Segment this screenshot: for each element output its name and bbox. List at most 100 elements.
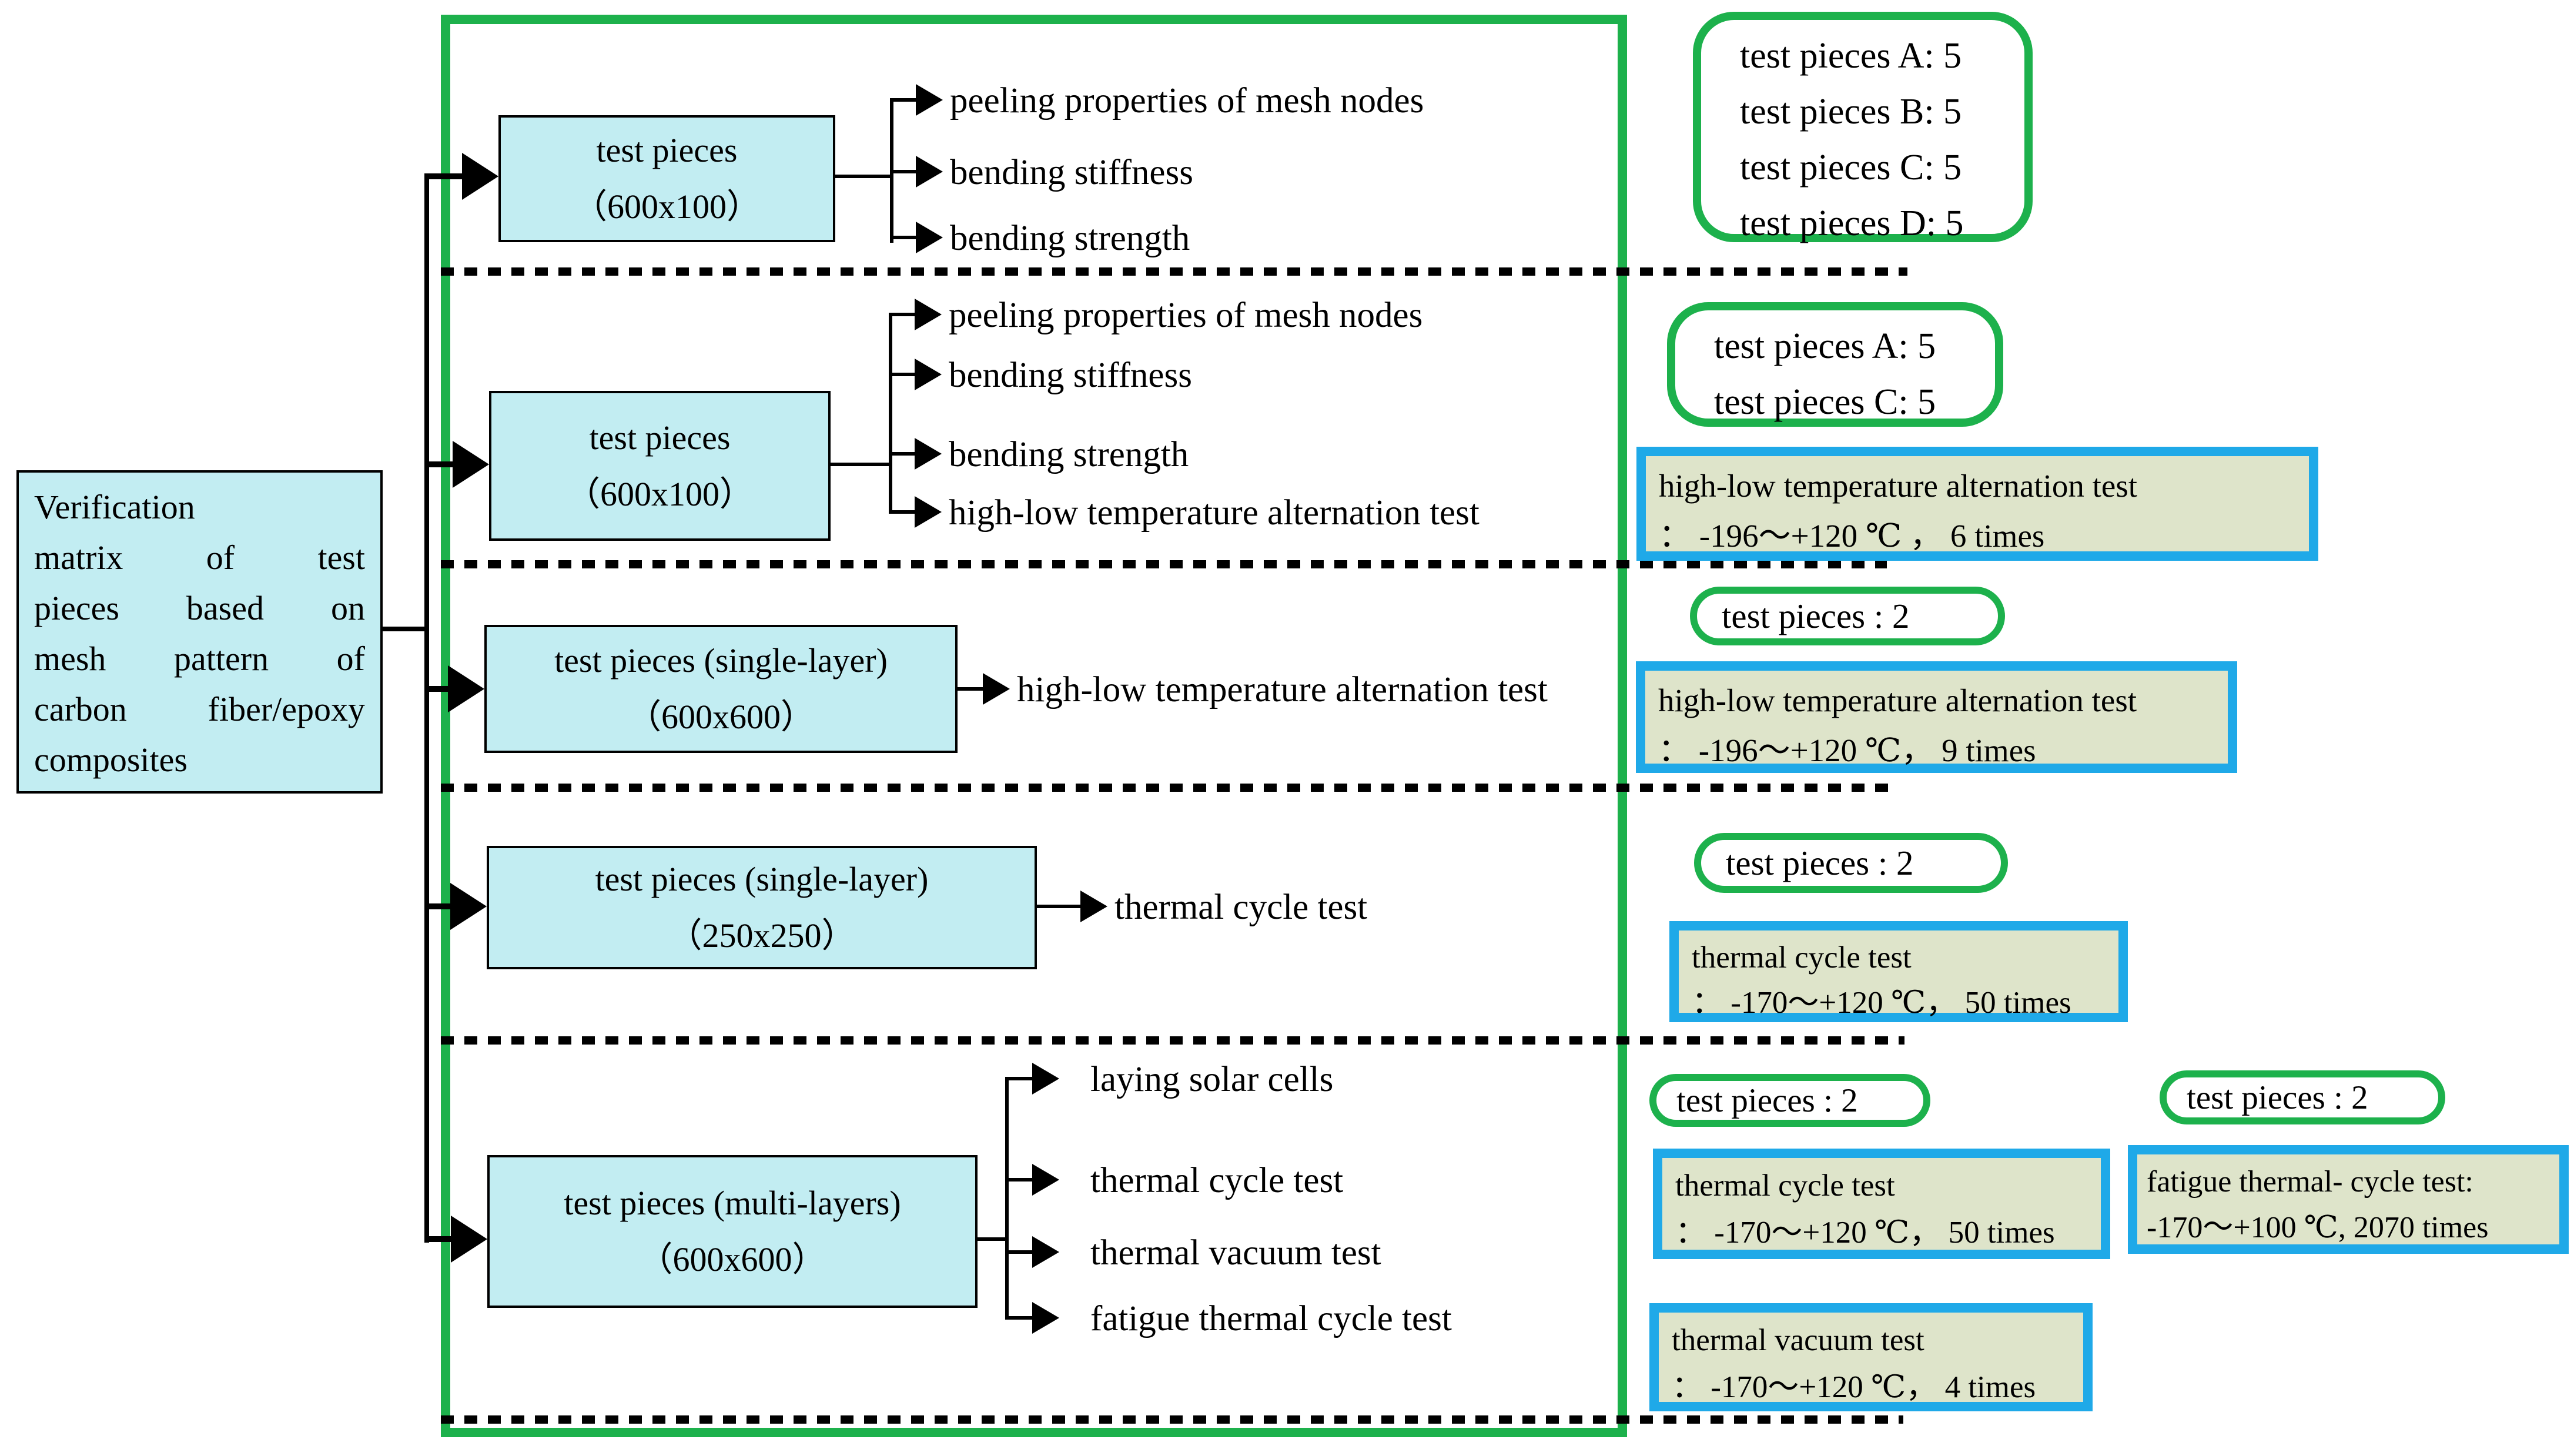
branch2-leaf-label: bending stiffness <box>949 356 1192 395</box>
spec-line: ： -196～+120 ℃ ， 6 times <box>1659 518 2045 554</box>
main-green-frame <box>441 15 1627 1437</box>
title-line: composites <box>34 741 188 779</box>
count-line: test pieces C: 5 <box>1714 382 1936 422</box>
branch1-leaf-label: bending stiffness <box>950 153 1193 192</box>
node-title: test pieces (single-layer) <box>554 641 888 680</box>
branch5-leaf4-line <box>1005 1316 1033 1320</box>
spec-line: high-low temperature alternation test <box>1659 468 2138 504</box>
branch5-leaf-label: laying solar cells <box>1090 1060 1334 1099</box>
count-box-section1: test pieces A: 5 test pieces B: 5 test p… <box>1693 12 2033 243</box>
node-size: （600x100） <box>573 188 761 226</box>
spec-line: thermal cycle test <box>1692 940 1912 975</box>
branch5-fork-rail <box>1005 1077 1009 1319</box>
spec-line: fatigue thermal- cycle test: <box>2147 1165 2473 1199</box>
branch4-node-box: test pieces (single-layer) （250x250） <box>487 846 1037 969</box>
branch1-fork-stub <box>835 175 893 178</box>
title-connector-line <box>383 627 427 631</box>
node-size: （600x100） <box>565 474 754 513</box>
branch1-leaf1-line <box>890 98 917 102</box>
spec-box-hl-alternation-6: high-low temperature alternation test ： … <box>1636 447 2318 561</box>
spec-line: thermal vacuum test <box>1672 1323 1924 1357</box>
branch2-leaf-label: high-low temperature alternation test <box>949 493 1480 533</box>
branch1-node-box: test pieces （600x100） <box>498 115 835 242</box>
branch5-arrow-line <box>424 1236 452 1242</box>
branch1-leaf-label: bending strength <box>950 219 1190 258</box>
spec-line: ： -196～+120 ℃， 9 times <box>1658 732 2036 769</box>
dashed-separator-1 <box>441 267 1907 276</box>
branch5-leaf2-line <box>1005 1178 1033 1181</box>
spec-box-thermal-cycle-50-b: thermal cycle test ： -170～+120 ℃， 50 tim… <box>1653 1149 2110 1259</box>
branch5-leaf3-line <box>1005 1250 1033 1254</box>
count-pill-section3: test pieces : 2 <box>1690 587 2005 645</box>
node-size: （250x250） <box>668 916 856 955</box>
count-pill-label: test pieces : 2 <box>2187 1079 2368 1116</box>
branch1-arrowhead-icon <box>462 153 498 200</box>
branch1-leaf1-arrowhead-icon <box>916 84 943 116</box>
spec-line: ： -170～+120 ℃， 50 times <box>1675 1215 2055 1250</box>
node-size: （600x600） <box>627 698 815 736</box>
branch5-leaf-label: thermal cycle test <box>1090 1161 1344 1200</box>
node-title: test pieces <box>589 418 731 457</box>
count-line: test pieces C: 5 <box>1740 148 1962 188</box>
branch2-leaf4-line <box>889 510 916 514</box>
node-title: test pieces (multi-layers) <box>564 1184 901 1222</box>
title-line: pieces based on <box>34 589 365 627</box>
branch4-leaf-line <box>1037 905 1082 908</box>
count-pill-label: test pieces : 2 <box>1676 1082 1858 1119</box>
branch5-leaf3-arrowhead-icon <box>1032 1236 1059 1268</box>
branch4-leaf-arrowhead-icon <box>1080 891 1107 922</box>
branch2-arrowhead-icon <box>453 441 489 488</box>
spec-line: thermal cycle test <box>1675 1169 1895 1203</box>
branch5-leaf2-arrowhead-icon <box>1032 1164 1059 1196</box>
count-pill-section4: test pieces : 2 <box>1694 833 2008 893</box>
dashed-separator-2 <box>441 560 1887 568</box>
branch3-arrow-line <box>424 686 449 692</box>
dashed-separator-4 <box>441 1036 1904 1045</box>
branch5-arrowhead-icon <box>451 1216 487 1263</box>
branch4-leaf-label: thermal cycle test <box>1114 888 1368 927</box>
branch2-leaf1-line <box>889 313 916 316</box>
branch5-fork-stub <box>978 1237 1009 1241</box>
count-line: test pieces A: 5 <box>1740 36 1962 76</box>
branch1-leaf3-line <box>890 236 917 239</box>
branch5-leaf4-arrowhead-icon <box>1032 1302 1059 1334</box>
branch2-leaf-label: bending strength <box>949 435 1189 474</box>
branch2-leaf1-arrowhead-icon <box>915 299 942 330</box>
spec-line: ： -170～+120 ℃， 50 times <box>1692 985 2071 1020</box>
spec-line: -170～+100 ℃, 2070 times <box>2147 1211 2489 1244</box>
branch1-leaf-label: peeling properties of mesh nodes <box>950 81 1424 121</box>
count-line: test pieces D: 5 <box>1740 203 1964 243</box>
node-size: （600x600） <box>638 1240 826 1278</box>
title-line: Verification <box>34 488 195 526</box>
branch2-node-box: test pieces （600x100） <box>489 391 831 541</box>
branch3-leaf-label: high-low temperature alternation test <box>1017 670 1548 709</box>
branch2-fork-stub <box>831 463 892 466</box>
spec-box-fatigue-thermal-cycle: fatigue thermal- cycle test: -170～+100 ℃… <box>2128 1145 2569 1254</box>
count-box-section2: test pieces A: 5 test pieces C: 5 <box>1667 302 2003 427</box>
branch2-leaf-label: peeling properties of mesh nodes <box>949 296 1423 335</box>
count-pill-label: test pieces : 2 <box>1726 843 1914 882</box>
node-title: test pieces <box>596 131 738 169</box>
count-pill-label: test pieces : 2 <box>1722 596 1910 635</box>
branch3-node-box: test pieces (single-layer) （600x600） <box>484 625 958 753</box>
branch4-arrow-line <box>424 903 451 909</box>
branch5-leaf1-line <box>1005 1077 1033 1080</box>
branch3-leaf-arrowhead-icon <box>983 673 1010 705</box>
dashed-separator-5 <box>441 1415 1903 1424</box>
branch5-leaf-label: thermal vacuum test <box>1090 1233 1381 1273</box>
branch2-arrow-line <box>424 461 454 467</box>
branch1-arrow-line <box>424 173 463 179</box>
branch2-leaf2-line <box>889 373 916 376</box>
branch2-leaf3-arrowhead-icon <box>915 438 942 470</box>
spec-line: high-low temperature alternation test <box>1658 682 2137 718</box>
spec-line: ： -170～+120 ℃， 4 times <box>1672 1370 2036 1404</box>
branch5-leaf1-arrowhead-icon <box>1032 1063 1059 1094</box>
branch3-arrowhead-icon <box>448 665 484 712</box>
node-title: test pieces (single-layer) <box>595 860 929 898</box>
branch1-leaf2-arrowhead-icon <box>916 156 943 188</box>
count-pill-section5-right: test pieces : 2 <box>2160 1070 2445 1124</box>
count-pill-section5-left: test pieces : 2 <box>1649 1074 1930 1127</box>
branch2-fork-rail <box>889 313 892 514</box>
branch2-leaf4-arrowhead-icon <box>915 496 942 528</box>
